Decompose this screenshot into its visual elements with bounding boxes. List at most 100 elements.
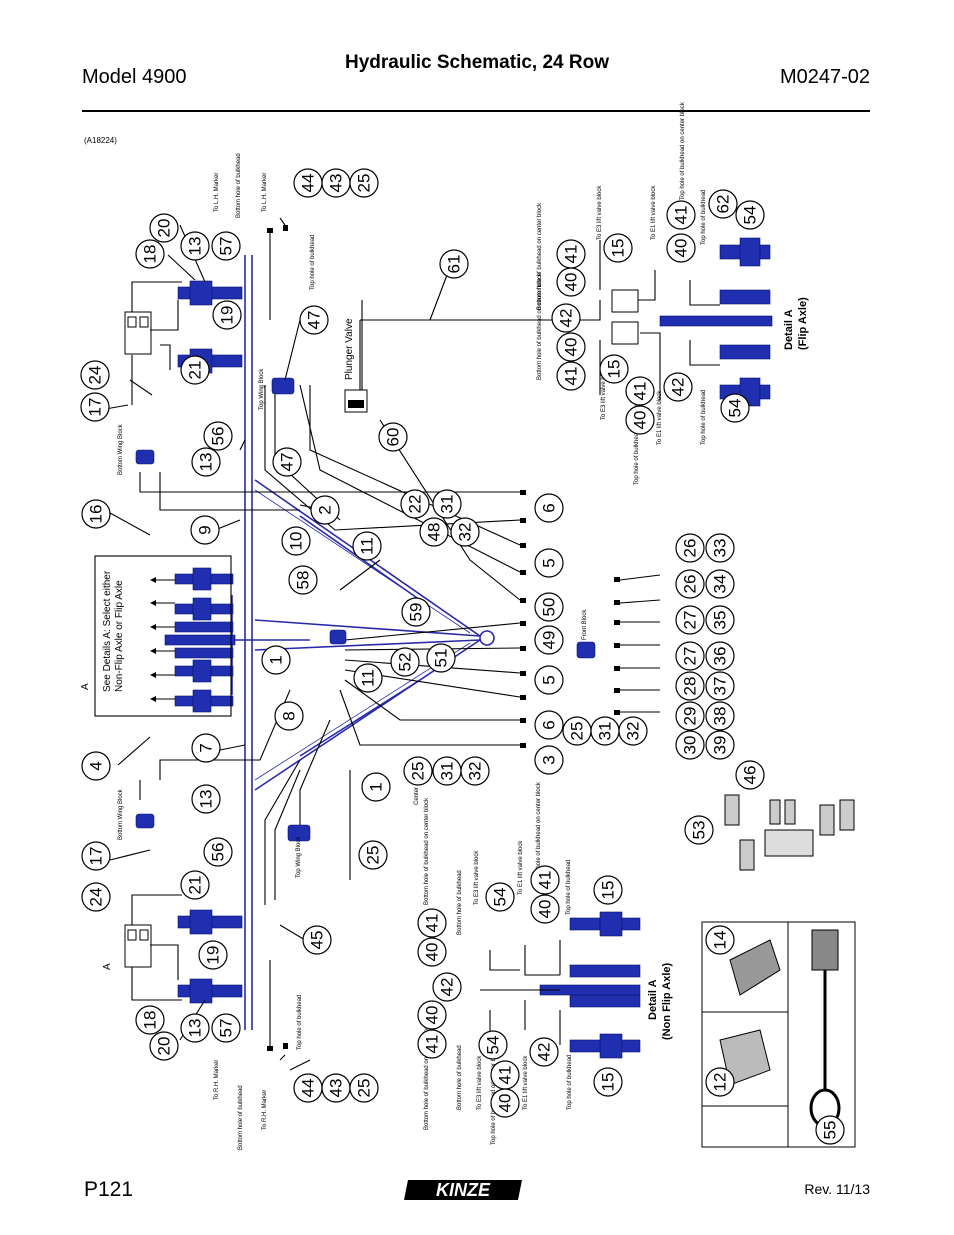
callout: 47	[299, 305, 329, 335]
svg-text:54: 54	[726, 399, 745, 418]
callout: 26	[675, 533, 705, 563]
center-lift-cylinders	[164, 567, 236, 713]
callout: 13	[180, 1013, 210, 1043]
svg-text:41: 41	[496, 1066, 515, 1085]
callout: 22	[400, 489, 430, 519]
planter-frame	[231, 255, 495, 1030]
top-wing-block-label-lower: Top Wing Block	[296, 836, 302, 878]
svg-text:20: 20	[155, 1037, 174, 1056]
callout: 54	[478, 1030, 508, 1060]
svg-text:26: 26	[681, 539, 700, 558]
svg-text:39: 39	[711, 736, 730, 755]
callout: 13	[191, 784, 221, 814]
svg-text:47: 47	[305, 311, 324, 330]
svg-text:41: 41	[536, 871, 555, 890]
svg-text:10: 10	[287, 532, 306, 551]
svg-text:27: 27	[681, 647, 700, 666]
detail-non-flip-axle	[480, 911, 641, 1059]
callout: 54	[485, 882, 515, 912]
rh-marker-label-2: To R.H. Marker	[262, 1090, 268, 1130]
flip-e3-label: To E3 lift valve block	[597, 185, 603, 240]
svg-text:38: 38	[711, 707, 730, 726]
nf-e3-label: To E3 lift valve block	[474, 850, 480, 905]
callout: 41	[625, 376, 655, 406]
svg-text:27: 27	[681, 611, 700, 630]
svg-text:54: 54	[484, 1036, 503, 1055]
callout: 5	[534, 665, 564, 695]
detail-letter-upper: A	[80, 683, 91, 690]
callout: 42	[663, 372, 693, 402]
callout: 25	[358, 840, 388, 870]
svg-text:31: 31	[438, 762, 457, 781]
callout: 43	[321, 168, 351, 198]
figure-reference: (A18224)	[84, 136, 117, 145]
callout: 48	[419, 517, 449, 547]
svg-text:15: 15	[605, 360, 624, 379]
svg-text:34: 34	[711, 575, 730, 594]
callout: 29	[675, 701, 705, 731]
callout: 40	[417, 1000, 447, 1030]
svg-text:40: 40	[631, 411, 650, 430]
callout: 32	[618, 716, 648, 746]
svg-text:44: 44	[299, 1079, 318, 1098]
callout: 56	[203, 421, 233, 451]
svg-text:31: 31	[596, 722, 615, 741]
callout: 12	[705, 1067, 735, 1097]
detail-flip-axle	[599, 237, 773, 407]
callout: 10	[281, 526, 311, 556]
see-details-label: See Details A: Select either	[102, 570, 113, 692]
svg-text:30: 30	[681, 736, 700, 755]
callout: 61	[439, 249, 469, 279]
svg-text:36: 36	[711, 647, 730, 666]
nf-bottom-center-label-2: Bottom hole of bulkhead on center block	[424, 1022, 430, 1130]
svg-text:19: 19	[218, 306, 237, 325]
callout: 27	[675, 605, 705, 635]
svg-text:18: 18	[141, 1011, 160, 1030]
nf-bottom-center-label: Bottom hole of bulkhead on center block	[424, 797, 430, 905]
header-divider	[82, 110, 870, 112]
svg-text:3: 3	[540, 755, 559, 764]
nf-top-bulkhead-label: Top hole of bulkhead	[566, 860, 572, 915]
callout: 20	[149, 1031, 179, 1061]
page-title: Hydraulic Schematic, 24 Row	[345, 52, 609, 73]
callout: 36	[705, 641, 735, 671]
svg-text:11: 11	[358, 537, 377, 555]
callout: 6	[534, 710, 564, 740]
nf-bottom-bulkhead-label: Bottom hole of bulkhead	[457, 870, 463, 935]
callout: 35	[705, 605, 735, 635]
svg-text:47: 47	[278, 453, 297, 472]
flip-top-bulkhead-label-2: Top hole of bulkhead	[701, 390, 707, 445]
nf-e1-label: To E1 lift valve block	[518, 840, 524, 895]
callout: 58	[288, 565, 318, 595]
svg-text:44: 44	[299, 174, 318, 193]
callout: 25	[562, 716, 592, 746]
svg-text:50: 50	[540, 598, 559, 617]
callout: 40	[417, 937, 447, 967]
callout: 39	[705, 730, 735, 760]
revision-date: Rev. 11/13	[804, 1181, 870, 1197]
svg-text:45: 45	[308, 931, 327, 950]
see-details-label-2: Non-Flip Axle or Flip Axle	[114, 580, 125, 692]
svg-text:28: 28	[681, 677, 700, 696]
wing-valve-blocks	[135, 377, 596, 842]
callout: 9	[190, 515, 220, 545]
svg-text:59: 59	[407, 603, 426, 622]
svg-text:19: 19	[204, 946, 223, 965]
svg-text:40: 40	[672, 239, 691, 258]
svg-text:17: 17	[87, 847, 106, 866]
top-wing-block-label: Top Wing Block	[259, 368, 265, 410]
svg-text:16: 16	[87, 505, 106, 524]
callout: 41	[490, 1060, 520, 1090]
svg-text:8: 8	[280, 711, 299, 720]
svg-text:15: 15	[599, 1073, 618, 1092]
detail-nonflip-subtitle: (Non Flip Axle)	[661, 962, 673, 1040]
svg-text:6: 6	[540, 720, 559, 729]
callout: 31	[432, 756, 462, 786]
callout: 41	[556, 361, 586, 391]
callout: 21	[180, 870, 210, 900]
callout: 11	[353, 663, 383, 693]
callout: 40	[556, 332, 586, 362]
callout: 44	[293, 168, 323, 198]
callout: 24	[81, 882, 111, 912]
svg-text:56: 56	[209, 427, 228, 446]
